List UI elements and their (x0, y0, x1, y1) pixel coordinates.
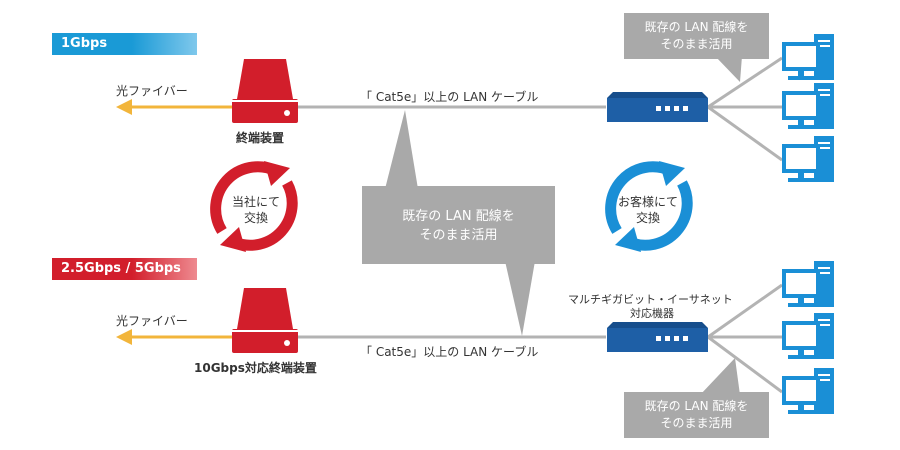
switch-label-line1: マルチギガビット・イーサネット (568, 293, 733, 306)
swap-right-text: お客様にて 交換 (614, 194, 682, 226)
network-switch-icon (607, 92, 708, 122)
desktop-pcs (782, 34, 834, 414)
fiber-label-top: 光ファイバー (116, 84, 188, 98)
cycle-arrows-icon (615, 161, 685, 252)
callout-bottom-right-line2: そのまま活用 (660, 416, 733, 430)
terminal-label-bottom: 10Gbps対応終端装置 (194, 361, 317, 375)
switch-label-line2: 対応機器 (630, 307, 674, 320)
callout-center-text: 既存の LAN 配線を そのまま活用 (362, 207, 555, 245)
callout-top-right (624, 13, 769, 82)
callout-top-right-text: 既存の LAN 配線を そのまま活用 (624, 19, 769, 53)
desktop-pc-icon (782, 368, 834, 414)
cycle-arrows-icon (220, 161, 290, 252)
callout-bottom-right-line1: 既存の LAN 配線を (644, 399, 749, 413)
cycle-arrows-icon (210, 161, 298, 251)
swap-right-line1: お客様にて (617, 195, 678, 209)
callout-center-line2: そのまま活用 (419, 228, 498, 243)
desktop-pc-icon (782, 261, 834, 307)
cable-label-bottom: 「 Cat5e」以上の LAN ケーブル (360, 345, 539, 359)
cycle-arrows-icon (605, 161, 693, 251)
desktop-pc-icon (782, 313, 834, 359)
cable-label-top: 「 Cat5e」以上の LAN ケーブル (360, 90, 539, 104)
network-switch-icon (607, 322, 708, 352)
lan-cables (298, 56, 783, 394)
swap-right-line2: 交換 (635, 211, 660, 225)
desktop-pc-icon (782, 34, 834, 80)
callout-top-right-line2: そのまま活用 (660, 37, 733, 51)
desktop-pc-icon (782, 136, 834, 182)
fiber-arrow-icon (116, 329, 232, 345)
speed-badge-1gbps: 1Gbps (52, 33, 197, 55)
desktop-pc-icon (782, 83, 834, 129)
fiber-label-bottom: 光ファイバー (116, 314, 188, 328)
fiber-arrow-icon (116, 99, 232, 115)
swap-left-line2: 交換 (243, 211, 268, 225)
swap-left-line1: 当社にて (231, 195, 280, 209)
callout-bottom-right-text: 既存の LAN 配線を そのまま活用 (624, 398, 769, 432)
swap-left-text: 当社にて 交換 (226, 194, 286, 226)
callout-top-right-line1: 既存の LAN 配線を (644, 20, 749, 34)
callout-center-line1: 既存の LAN 配線を (402, 209, 515, 224)
terminal-device-icon (232, 59, 298, 123)
terminal-label-top: 終端装置 (236, 131, 285, 145)
callout-center (362, 110, 555, 336)
speed-badge-multi-gig: 2.5Gbps / 5Gbps (52, 258, 197, 280)
callout-bottom-right (624, 358, 769, 438)
terminal-device-icon (232, 288, 298, 353)
